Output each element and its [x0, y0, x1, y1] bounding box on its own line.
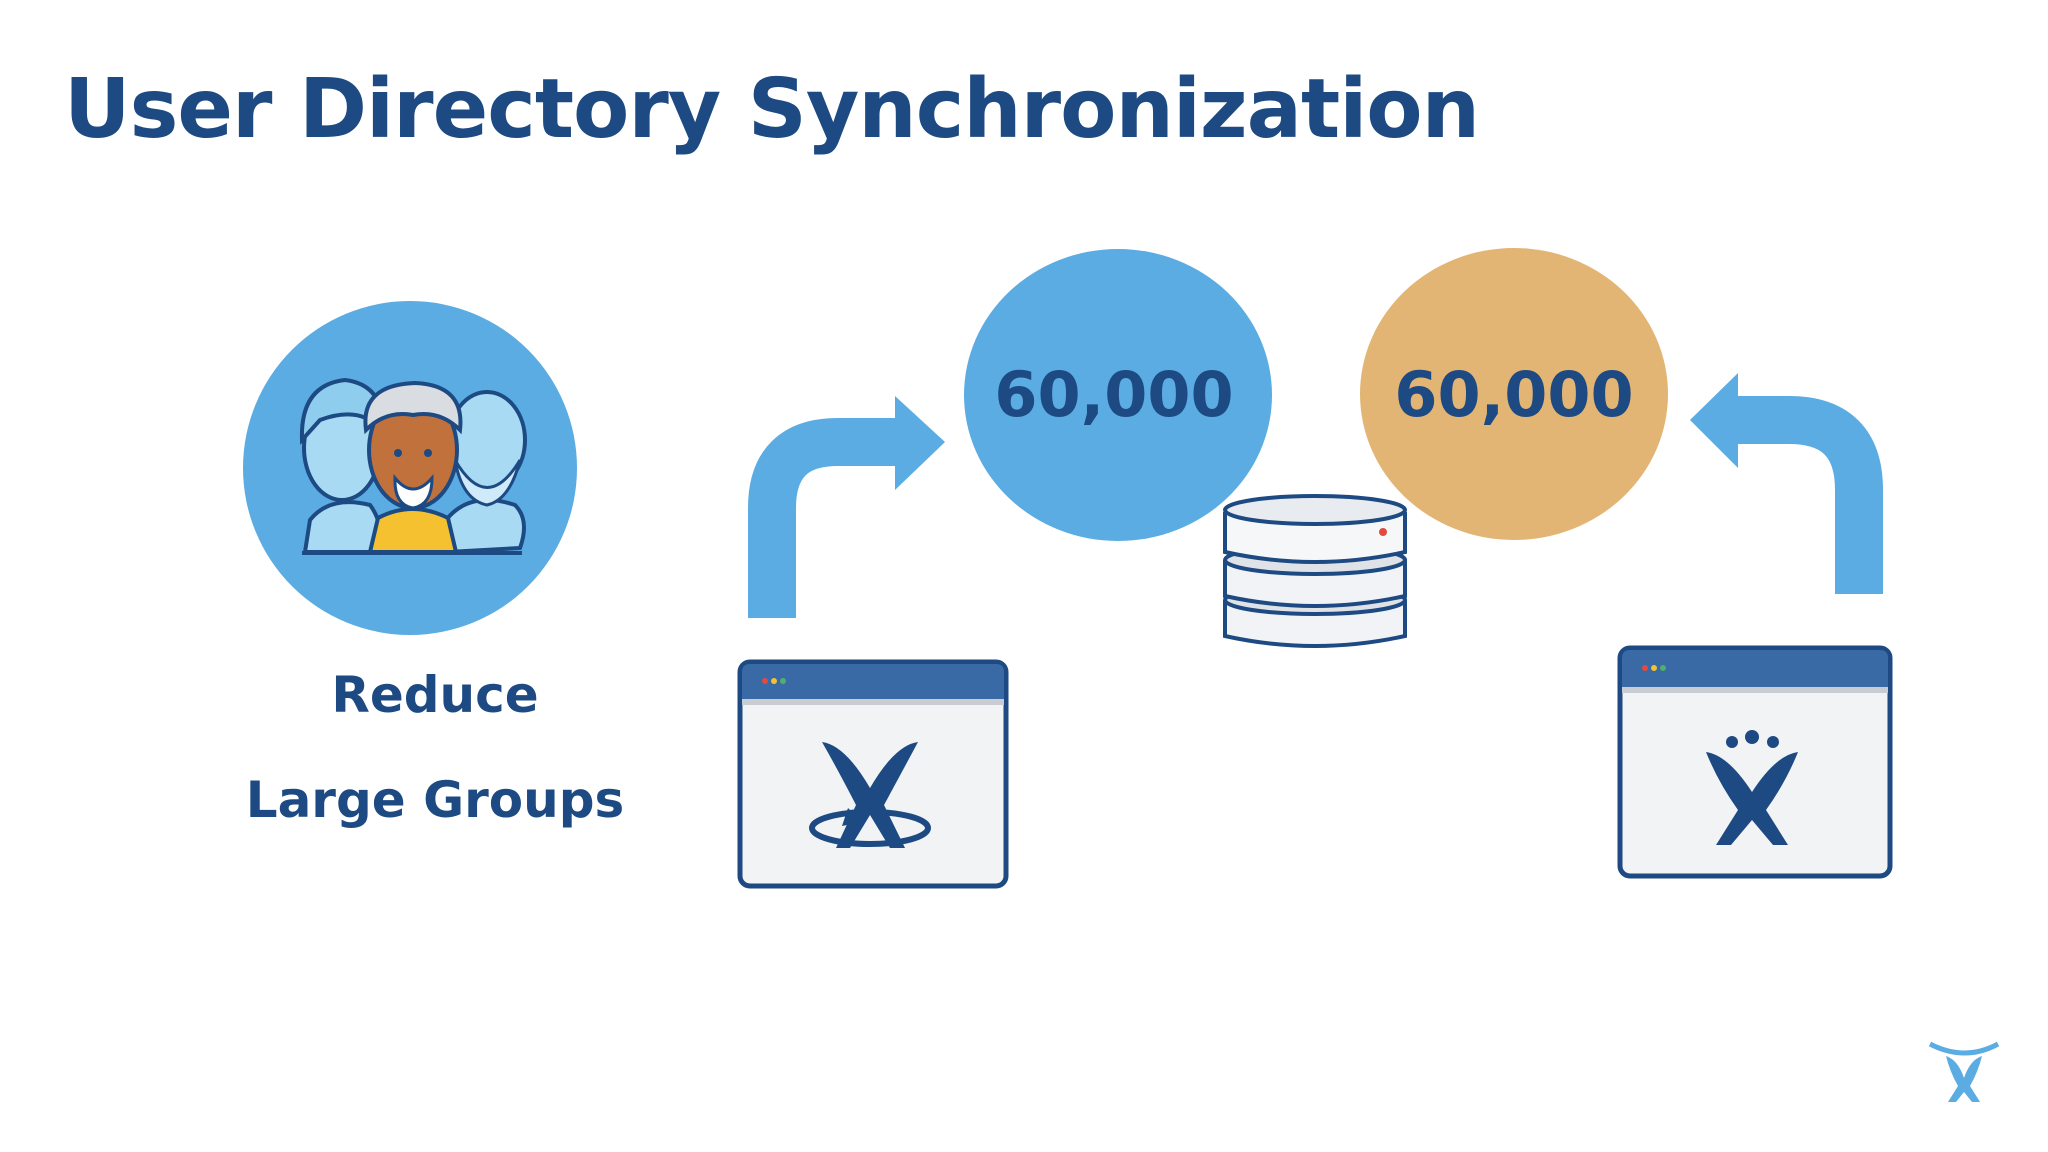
- label-reduce: Reduce: [331, 666, 539, 724]
- count-left: 60,000: [994, 358, 1233, 431]
- crowd-logo-icon: [809, 742, 931, 848]
- count-circle-blue: 60,000: [964, 249, 1272, 541]
- arrow-up-left-icon: [1690, 373, 1883, 594]
- count-circle-orange: 60,000: [1360, 248, 1668, 540]
- arrow-up-right-icon: [748, 396, 945, 618]
- crowd-app-window: [737, 659, 1009, 889]
- label-large-groups: Large Groups: [245, 771, 625, 829]
- jira-logo-icon: [1706, 730, 1798, 845]
- slide-title: User Directory Synchronization: [64, 62, 1480, 157]
- atlassian-logo-icon: [1928, 1041, 2000, 1102]
- count-right: 60,000: [1394, 358, 1633, 431]
- jira-app-window: [1617, 645, 1893, 879]
- users-group-icon: [243, 301, 577, 635]
- database-icon: [1223, 494, 1407, 648]
